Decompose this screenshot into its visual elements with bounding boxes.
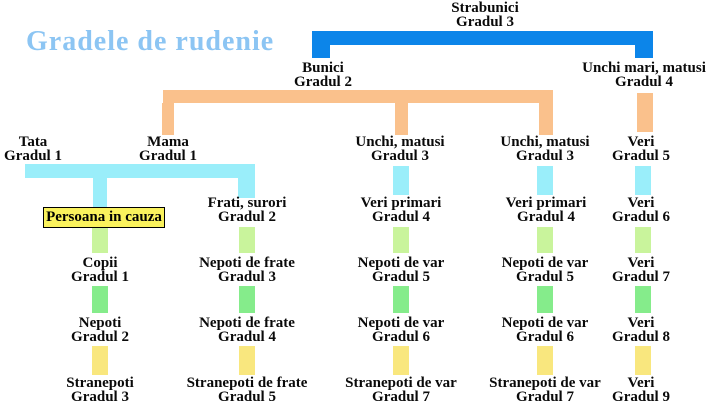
node-stranepoti-de-frate: Stranepoti de frate Gradul 5	[186, 375, 308, 405]
connector-lgreen-col1	[92, 227, 108, 253]
connector-orange-leg-unchi1	[395, 103, 408, 135]
connector-green-col1	[92, 286, 108, 313]
persoana-in-cauza-box: Persoana in cauza	[43, 207, 165, 228]
connector-blue-leg-right	[635, 45, 653, 58]
node-veri-gradul6: Veri Gradul 6	[612, 195, 670, 225]
connector-cyan-leg-persoana	[93, 178, 107, 208]
node-mama: Mama Gradul 1	[139, 134, 197, 164]
connector-yellow-col4	[537, 346, 553, 375]
connector-cyan-bar	[25, 164, 255, 178]
connector-cyan-col4	[537, 166, 553, 195]
connector-blue-leg-left	[312, 45, 330, 58]
connector-lgreen-col3	[393, 227, 409, 253]
connector-yellow-col1	[92, 346, 108, 375]
node-veri-gradul5: Veri Gradul 5	[612, 134, 670, 164]
connector-lgreen-col5	[635, 227, 651, 253]
node-veri-gradul9: Veri Gradul 9	[612, 375, 670, 405]
node-nepoti-de-var-6b: Nepoti de var Gradul 6	[501, 315, 589, 345]
node-strabunici: Strabunici Gradul 3	[451, 0, 519, 30]
connector-green-col5	[635, 286, 651, 313]
node-veri-primari-2: Veri primari Gradul 4	[505, 195, 587, 225]
connector-orange-leg-mama	[162, 103, 174, 135]
node-veri-gradul7: Veri Gradul 7	[612, 255, 670, 285]
node-unchi-matusi-2: Unchi, matusi Gradul 3	[500, 134, 590, 164]
node-unchi-mari-matusi: Unchi mari, matusi Gradul 4	[582, 60, 706, 90]
node-unchi-matusi-1: Unchi, matusi Gradul 3	[355, 134, 445, 164]
connector-green-col4	[537, 286, 553, 313]
node-nepoti-de-frate-3: Nepoti de frate Gradul 3	[199, 255, 295, 285]
connector-cyan-leg-frati	[238, 178, 255, 198]
connector-lgreen-col4	[537, 227, 553, 253]
connector-orange-bar	[163, 90, 553, 103]
persoana-in-cauza-label: Persoana in cauza	[46, 209, 162, 225]
connector-cyan-col3	[393, 166, 409, 195]
connector-green-col2	[239, 286, 255, 313]
node-stranepoti-de-var-2: Stranepoti de var Gradul 7	[489, 375, 601, 405]
node-stranepoti-de-var-1: Stranepoti de var Gradul 7	[345, 375, 457, 405]
connector-yellow-col5	[635, 346, 651, 375]
node-nepoti-de-var-5a: Nepoti de var Gradul 5	[357, 255, 445, 285]
node-nepoti-de-var-5b: Nepoti de var Gradul 5	[501, 255, 589, 285]
connector-orange-leg-unchi2	[539, 103, 553, 135]
connector-lgreen-col2	[239, 227, 255, 253]
node-frati-surori: Frati, surori Gradul 2	[207, 195, 287, 225]
node-nepoti-de-var-6a: Nepoti de var Gradul 6	[357, 315, 445, 345]
connector-orange-unchimari-veri5	[637, 93, 653, 132]
connector-cyan-col5	[635, 166, 651, 195]
connector-yellow-col2	[239, 346, 255, 375]
node-veri-gradul8: Veri Gradul 8	[612, 315, 670, 345]
connector-blue-bar	[312, 31, 653, 45]
page-title: Gradele de rudenie	[26, 26, 275, 57]
node-copii: Copii Gradul 1	[71, 255, 129, 285]
node-veri-primari-1: Veri primari Gradul 4	[360, 195, 442, 225]
node-nepoti-de-frate-4: Nepoti de frate Gradul 4	[199, 315, 295, 345]
connector-green-col3	[393, 286, 409, 313]
connector-yellow-col3	[393, 346, 409, 375]
node-bunici: Bunici Gradul 2	[294, 60, 352, 90]
node-stranepoti: Stranepoti Gradul 3	[66, 375, 134, 405]
node-nepoti: Nepoti Gradul 2	[71, 315, 129, 345]
node-tata: Tata Gradul 1	[4, 134, 62, 164]
